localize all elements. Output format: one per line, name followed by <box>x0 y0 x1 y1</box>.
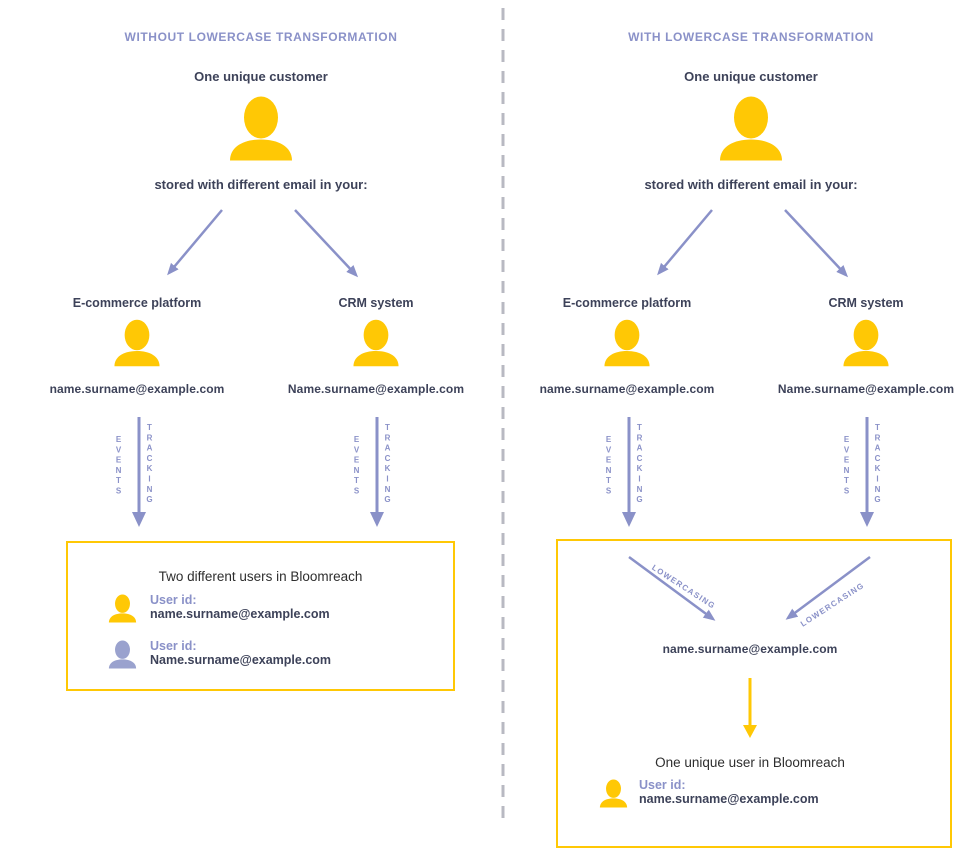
right-crm-email: Name.surname@example.com <box>777 382 955 396</box>
user-icon-purple <box>108 640 137 669</box>
user-id-label: User id: <box>150 639 197 653</box>
right-panel-title: WITH LOWERCASE TRANSFORMATION <box>628 30 874 44</box>
events-word: EVENTS <box>114 435 123 497</box>
events-tracking-arrow: EVENTS TRACKING <box>114 417 160 529</box>
down-arrow <box>132 417 146 527</box>
left-panel-title: WITHOUT LOWERCASE TRANSFORMATION <box>124 30 398 44</box>
customer-person-icon <box>230 96 292 161</box>
lowercasing-label: LOWERCASING <box>799 580 867 629</box>
tracking-word: TRACKING <box>873 423 882 506</box>
ecommerce-person-icon <box>114 319 160 367</box>
right-customer-label: One unique customer <box>684 69 818 84</box>
branch-arrows <box>167 209 359 278</box>
divider-dashed-line <box>501 8 505 826</box>
user-id-email: name.surname@example.com <box>639 792 819 806</box>
lowercasing-arrows <box>628 555 871 621</box>
user-id-email: name.surname@example.com <box>150 607 330 621</box>
user-id-email: Name.surname@example.com <box>150 653 332 667</box>
events-word: EVENTS <box>842 435 851 497</box>
events-tracking-arrow: EVENTS TRACKING <box>842 417 888 529</box>
left-customer-label: One unique customer <box>194 69 328 84</box>
ecommerce-person-icon <box>604 319 650 367</box>
crm-person-icon <box>353 319 399 367</box>
tracking-word: TRACKING <box>635 423 644 506</box>
crm-person-icon <box>843 319 889 367</box>
left-crm-label: CRM system <box>338 296 414 310</box>
events-word: EVENTS <box>352 435 361 497</box>
left-ecommerce-label: E-commerce platform <box>72 296 202 310</box>
events-tracking-arrow: EVENTS TRACKING <box>352 417 398 529</box>
down-arrow <box>860 417 874 527</box>
result-box-caption: One unique user in Bloomreach <box>655 755 845 770</box>
two-users-result-box: Two different users in Bloomreach User i… <box>66 541 455 691</box>
right-stored-label: stored with different email in your: <box>644 177 858 192</box>
down-arrow <box>622 417 636 527</box>
left-stored-label: stored with different email in your: <box>154 177 368 192</box>
user-icon-yellow <box>108 594 137 623</box>
branch-arrows <box>657 209 849 278</box>
merged-email: name.surname@example.com <box>662 642 838 656</box>
lowercasing-label: LOWERCASING <box>650 563 718 611</box>
events-tracking-arrow: EVENTS TRACKING <box>604 417 650 529</box>
user-id-label: User id: <box>639 778 686 792</box>
right-ecommerce-email: name.surname@example.com <box>539 382 715 396</box>
result-box-caption: Two different users in Bloomreach <box>158 569 363 584</box>
right-ecommerce-label: E-commerce platform <box>562 296 692 310</box>
right-crm-label: CRM system <box>828 296 904 310</box>
one-user-result-box: LOWERCASING LOWERCASING name.surname@exa… <box>556 539 952 848</box>
left-crm-email: Name.surname@example.com <box>287 382 465 396</box>
down-arrow <box>370 417 384 527</box>
left-ecommerce-email: name.surname@example.com <box>49 382 225 396</box>
yellow-down-arrow <box>743 678 757 738</box>
tracking-word: TRACKING <box>383 423 392 506</box>
user-icon-yellow <box>599 779 628 808</box>
tracking-word: TRACKING <box>145 423 154 506</box>
user-id-label: User id: <box>150 593 197 607</box>
events-word: EVENTS <box>604 435 613 497</box>
customer-person-icon <box>720 96 782 161</box>
